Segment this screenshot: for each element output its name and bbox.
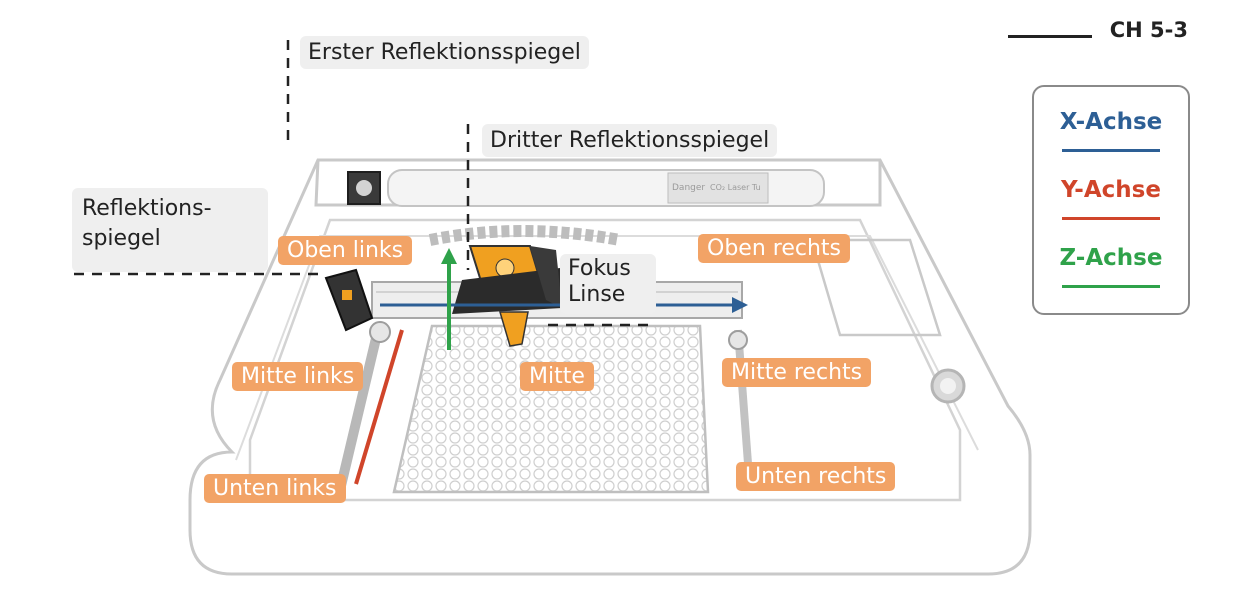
second-mirror-accent — [342, 290, 352, 300]
second-mirror-callout-line2: spiegel — [82, 226, 161, 251]
tube-label-band — [667, 172, 769, 204]
honeycomb-bed — [392, 324, 710, 494]
second-mirror-callout: Reflektions- spiegel — [72, 188, 268, 272]
focus-lens-callout-line2: Linse — [568, 282, 626, 307]
chapter-rule — [1008, 35, 1092, 38]
position-center: Mitte — [520, 362, 594, 391]
position-top-left: Oben links — [278, 236, 413, 265]
first-mirror-lens — [356, 180, 372, 196]
third-mirror-callout: Dritter Reflektionsspiegel — [482, 124, 778, 157]
laser-head-black — [452, 268, 562, 314]
y-axis-arrow — [354, 329, 404, 485]
inner-rim — [235, 235, 979, 461]
legend-z-label: Z-Achse — [1059, 245, 1163, 271]
tube-danger-text: Danger — [672, 183, 705, 193]
right-rail-top — [728, 330, 748, 350]
machine-body-outline — [188, 158, 1032, 576]
focus-nozzle — [498, 311, 529, 347]
legend-x-swatch — [1062, 149, 1160, 152]
position-mid-right: Mitte rechts — [722, 358, 872, 387]
focus-lens-callout: Fokus Linse — [560, 254, 656, 314]
focus-lens-callout-line1: Fokus — [568, 256, 631, 281]
tube-co2-text: CO₂ Laser Tu — [710, 183, 761, 192]
left-rail — [335, 328, 383, 492]
x-axis-arrowhead — [732, 297, 748, 313]
legend-y-swatch — [1062, 217, 1160, 220]
z-axis-arrowhead — [441, 248, 457, 264]
position-bottom-left: Unten links — [204, 474, 346, 503]
power-button-center — [940, 378, 956, 394]
chapter-label: CH 5-3 — [1109, 18, 1188, 42]
position-mid-left: Mitte links — [232, 362, 364, 391]
legend-y-label: Y-Achse — [1061, 177, 1161, 203]
position-top-right: Oben rechts — [698, 234, 850, 263]
first-mirror-callout: Erster Reflektionsspiegel — [300, 36, 589, 69]
control-panel — [810, 238, 942, 337]
position-bottom-right: Unten rechts — [736, 462, 896, 491]
second-mirror-callout-line1: Reflektions- — [82, 196, 212, 221]
left-rail-top — [369, 321, 391, 343]
legend-x-label: X-Achse — [1059, 109, 1163, 135]
laser-head-side — [530, 246, 562, 308]
axis-legend: X-Achse Y-Achse Z-Achse — [1032, 85, 1190, 315]
legend-z-swatch — [1062, 285, 1160, 288]
